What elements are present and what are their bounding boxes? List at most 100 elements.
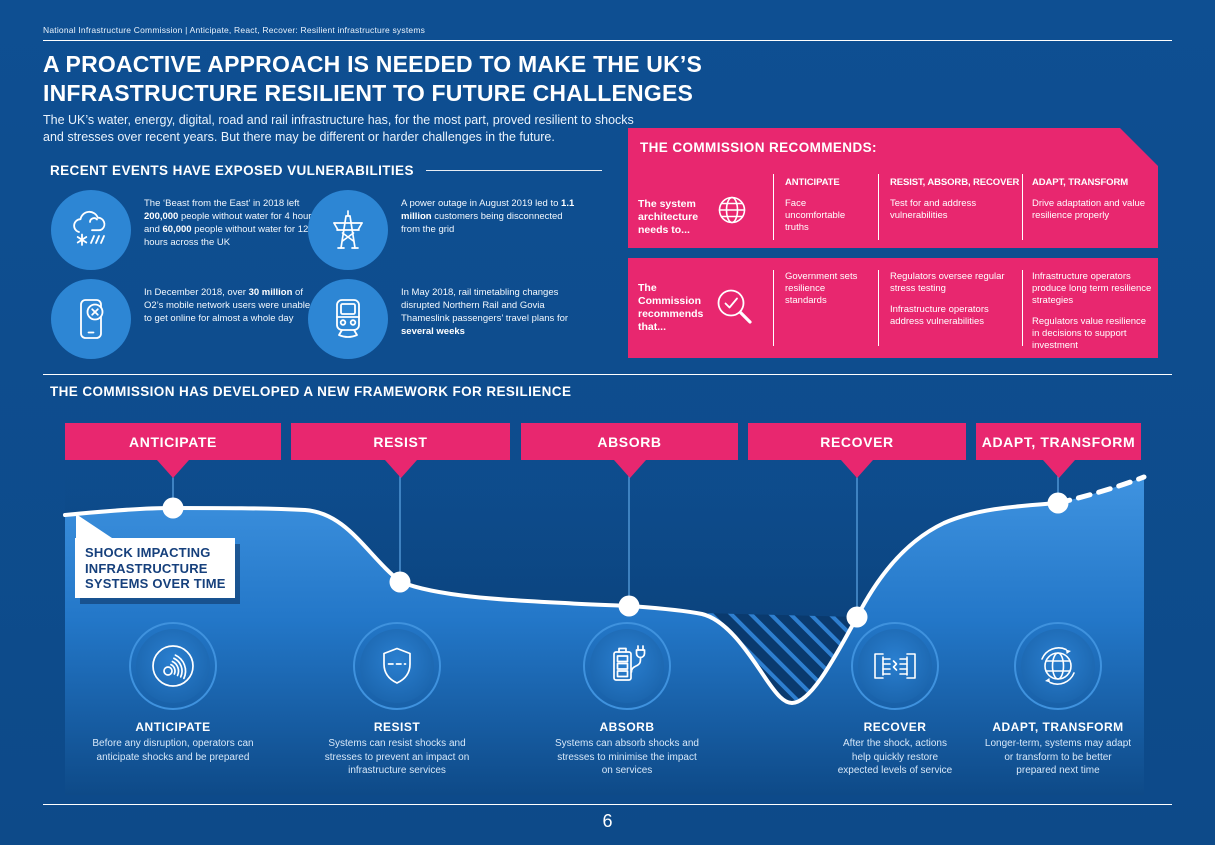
storm-cloud-snow-icon bbox=[73, 210, 106, 246]
pointer-triangle bbox=[1042, 460, 1075, 478]
magnifier-check-icon bbox=[717, 289, 752, 324]
recommend-col-adapt-transform: ADAPT, TRANSFORM Drive adaptation and va… bbox=[1032, 177, 1150, 222]
recommend-col-resist-absorb-recover: RESIST, ABSORB, RECOVER Test for and add… bbox=[890, 177, 1020, 222]
desc-line: Systems can absorb shocks and bbox=[555, 738, 699, 749]
col-paragraph: Government sets resilience standards bbox=[785, 271, 858, 306]
column-divider bbox=[773, 174, 774, 240]
header-rule bbox=[43, 40, 1172, 41]
footer-rule bbox=[43, 804, 1172, 805]
column-divider bbox=[878, 174, 879, 240]
shock-note-pointer bbox=[76, 514, 112, 538]
stage-title: RESIST bbox=[373, 720, 421, 734]
heading-rule bbox=[425, 170, 602, 171]
stage-circle bbox=[353, 622, 441, 710]
event-text: In May 2018, rail timetabling changes di… bbox=[401, 287, 569, 337]
event-text: A power outage in August 2019 led to 1.1… bbox=[401, 198, 575, 235]
stage-description: Systems can absorb shocks and stresses t… bbox=[507, 737, 747, 778]
desc-line: After the shock, actions bbox=[843, 738, 947, 749]
events-section-heading: RECENT EVENTS HAVE EXPOSED VULNERABILITI… bbox=[50, 163, 602, 178]
shock-note-line: INFRASTRUCTURE bbox=[85, 560, 208, 576]
pointer-triangle bbox=[841, 460, 873, 478]
column-divider bbox=[1022, 270, 1023, 346]
col-header: RESIST, ABSORB, RECOVER bbox=[890, 177, 1020, 188]
service-level-curve bbox=[63, 501, 1060, 706]
stage-circle bbox=[129, 622, 217, 710]
event-text: In December 2018, over 30 million of O2’… bbox=[144, 287, 311, 324]
stage-resist: RESIST Systems can resist shocks and str… bbox=[277, 622, 517, 778]
desc-line: prepared next time bbox=[1016, 765, 1100, 776]
recommend-col-operators: Infrastructure operators produce long te… bbox=[1032, 271, 1152, 361]
stage-title: ADAPT, TRANSFORM bbox=[992, 720, 1124, 734]
stage-label-text: RESIST bbox=[373, 433, 428, 450]
event-text: The ‘Beast from the East’ in 2018 left 2… bbox=[144, 198, 317, 248]
recommendations-panel-system: THE COMMISSION RECOMMENDS: The system ar… bbox=[628, 128, 1158, 248]
stage-description: Systems can resist shocks and stresses t… bbox=[277, 737, 517, 778]
stage-label-text: ADAPT, TRANSFORM bbox=[981, 433, 1136, 450]
col-body: Drive adaptation and value resilience pr… bbox=[1032, 198, 1146, 221]
desc-line: anticipate shocks and be prepared bbox=[96, 751, 250, 763]
stage-label-adapt-transform: ADAPT, TRANSFORM bbox=[976, 423, 1141, 478]
stage-label-recover: RECOVER bbox=[748, 423, 966, 478]
stage-recover: RECOVER After the shock, actions help qu… bbox=[775, 622, 1015, 778]
framework-heading: THE COMMISSION HAS DEVELOPED A NEW FRAME… bbox=[50, 384, 572, 399]
stage-circle bbox=[1014, 622, 1102, 710]
event-item-beast-from-east: The ‘Beast from the East’ in 2018 left 2… bbox=[51, 190, 320, 270]
shock-note-line: SYSTEMS OVER TIME bbox=[85, 576, 226, 591]
recommendations-title: THE COMMISSION RECOMMENDS: bbox=[640, 140, 877, 155]
row-label-commission-recommends: The Commission recommends that... bbox=[638, 282, 704, 333]
train-icon bbox=[336, 299, 360, 338]
event-item-power-outage: A power outage in August 2019 led to 1.1… bbox=[308, 190, 577, 270]
shield-icon bbox=[383, 647, 411, 684]
recommend-col-regulators: Regulators oversee regular stress testin… bbox=[890, 271, 1012, 337]
desc-line: stresses to prevent an impact on bbox=[324, 751, 470, 763]
globe-cycle-icon bbox=[1041, 647, 1075, 685]
desc-line: expected levels of service bbox=[837, 765, 953, 776]
desc-line: on services bbox=[601, 765, 653, 776]
shock-note-line: SHOCK IMPACTING bbox=[85, 545, 211, 560]
battery-charging-icon bbox=[613, 645, 646, 681]
page-title-line2: INFRASTRUCTURE RESILIENT TO FUTURE CHALL… bbox=[43, 80, 694, 106]
column-divider bbox=[773, 270, 774, 346]
section-divider bbox=[43, 374, 1172, 375]
col-header: ANTICIPATE bbox=[785, 177, 840, 188]
pointer-triangle bbox=[613, 460, 646, 478]
event-circle bbox=[308, 279, 388, 359]
stage-description: Before any disruption, operators can ant… bbox=[53, 737, 293, 764]
phone-offline-icon bbox=[80, 299, 104, 339]
col-paragraph: Infrastructure operators produce long te… bbox=[1032, 271, 1152, 306]
col-header: ADAPT, TRANSFORM bbox=[1032, 177, 1129, 188]
radar-icon bbox=[152, 645, 194, 687]
row-label-system-architecture: The system architecture needs to... bbox=[638, 198, 699, 236]
stage-absorb: ABSORB Systems can absorb shocks and str… bbox=[507, 622, 747, 778]
reconnect-icon bbox=[874, 653, 916, 679]
event-circle bbox=[51, 190, 131, 270]
events-heading-text: RECENT EVENTS HAVE EXPOSED VULNERABILITI… bbox=[50, 163, 414, 178]
desc-line: infrastructure services bbox=[348, 765, 446, 776]
stage-label-text: ANTICIPATE bbox=[129, 433, 217, 450]
pointer-triangle bbox=[384, 460, 417, 478]
curve-marker-dots bbox=[162, 492, 1069, 628]
document-header: National Infrastructure Commission | Ant… bbox=[43, 25, 426, 35]
electricity-pylon-icon bbox=[333, 210, 363, 249]
column-divider bbox=[1022, 174, 1023, 240]
col-body: Test for and address vulnerabilities bbox=[890, 198, 977, 221]
stage-circle bbox=[851, 622, 939, 710]
stage-description: After the shock, actions help quickly re… bbox=[775, 737, 1015, 778]
stage-label-anticipate: ANTICIPATE bbox=[65, 423, 281, 478]
stage-title: ABSORB bbox=[599, 720, 655, 734]
stage-title: RECOVER bbox=[863, 720, 927, 734]
recommend-col-anticipate: ANTICIPATE Face uncomfortable truths bbox=[785, 177, 867, 234]
event-circle bbox=[51, 279, 131, 359]
intro-paragraph: The UK’s water, energy, digital, road an… bbox=[43, 113, 634, 144]
col-paragraph: Regulators value resilience in decisions… bbox=[1032, 316, 1147, 351]
stage-label-text: ABSORB bbox=[597, 433, 662, 450]
recommend-col-government: Government sets resilience standards bbox=[785, 271, 869, 316]
stage-adapt-transform: ADAPT, TRANSFORM Longer-term, systems ma… bbox=[938, 622, 1178, 778]
stage-title: ANTICIPATE bbox=[135, 720, 211, 734]
pointer-triangle bbox=[157, 460, 189, 478]
col-paragraph: Infrastructure operators address vulnera… bbox=[890, 304, 989, 327]
col-paragraph: Regulators oversee regular stress testin… bbox=[890, 271, 1005, 294]
desc-line: Systems can resist shocks and bbox=[328, 738, 466, 749]
desc-line: Before any disruption, operators can bbox=[92, 738, 254, 749]
